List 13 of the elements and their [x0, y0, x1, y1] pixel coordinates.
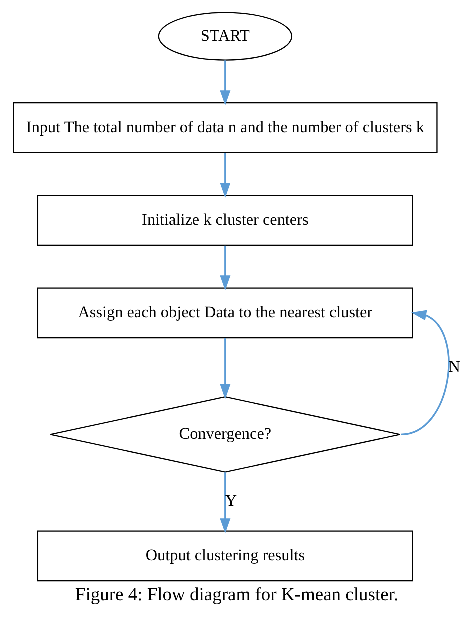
node-box: Output clustering results [37, 530, 414, 582]
arrow [220, 153, 231, 198]
node-box: Input The total number of data n and the number of clusters k [13, 102, 438, 154]
node-box: Assign each object Data to the nearest cluster [37, 288, 414, 339]
caption: Figure 4: Flow diagram for K-mean cluster. [75, 586, 399, 606]
arrow [220, 246, 231, 291]
arrow [220, 472, 231, 534]
node-ellipse: START [158, 12, 293, 61]
node-box: Initialize k cluster centers [37, 195, 414, 246]
node-diamond: Convergence? [50, 396, 401, 473]
arrow [401, 310, 450, 436]
arrow [220, 60, 231, 106]
arrow [220, 338, 231, 400]
